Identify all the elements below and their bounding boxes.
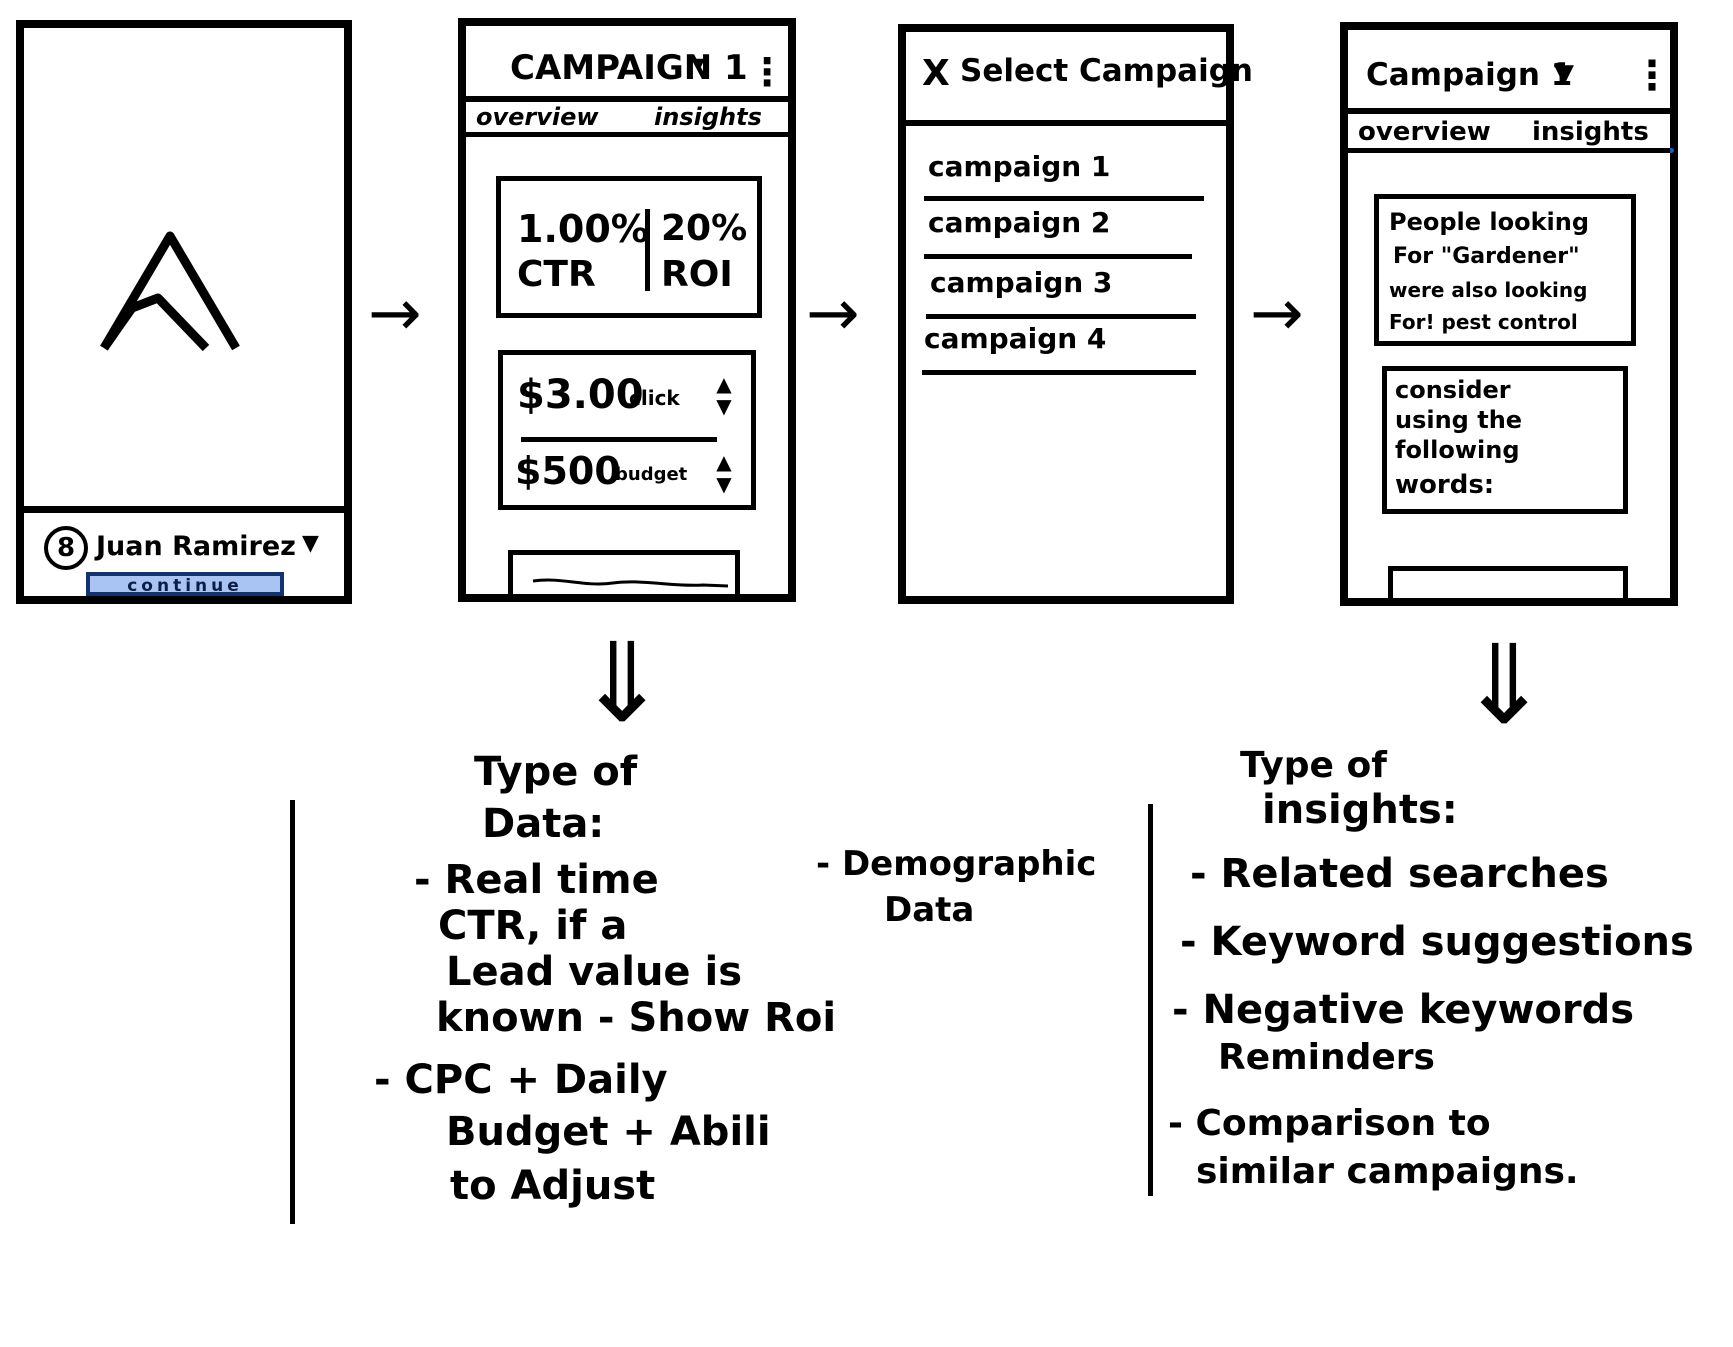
menu-icon[interactable]: ⋮	[748, 50, 786, 94]
user-selector[interactable]: 8 Juan Ramirez ▼	[44, 524, 334, 570]
cost-card: $3.00 click ▲▼ $500 budget ▲▼	[498, 350, 756, 510]
insight-line: People looking	[1389, 208, 1590, 236]
list-item[interactable]: campaign 3	[926, 258, 1196, 319]
user-name: Juan Ramirez	[96, 531, 296, 562]
notes-bullet-line: Data	[884, 890, 975, 930]
screen-login: 8 Juan Ramirez ▼ continue	[16, 20, 352, 604]
notes-heading: Type of	[1240, 745, 1387, 786]
insight-line: following	[1395, 436, 1520, 464]
budget-stepper[interactable]: ▲▼	[716, 450, 732, 496]
notes-bullet-line: similar campaigns.	[1196, 1151, 1579, 1192]
ctr-label: CTR	[517, 254, 596, 295]
notes-bullet-line: - Negative keywords	[1172, 987, 1635, 1033]
continue-button[interactable]: continue	[86, 572, 284, 596]
cpc-stepper[interactable]: ▲▼	[716, 372, 732, 418]
notes-heading: insights:	[1262, 787, 1458, 833]
notes-bullet-line: CTR, if a	[438, 903, 628, 949]
list-item[interactable]: campaign 4	[922, 320, 1196, 375]
title-dropdown-icon[interactable]: ▼	[1554, 59, 1574, 89]
campaign-item-label: campaign 3	[930, 266, 1113, 299]
select-campaign-title: Select Campaign	[960, 53, 1253, 89]
list-item[interactable]: campaign 1	[924, 140, 1204, 201]
notes-bullet-line: Reminders	[1218, 1037, 1435, 1078]
flow-arrow-right-icon: →	[1250, 277, 1304, 351]
tab-overview[interactable]: overview	[476, 103, 599, 131]
continue-label: continue	[127, 576, 243, 596]
close-icon[interactable]: X	[922, 53, 950, 94]
campaign-item-label: campaign 1	[928, 150, 1111, 183]
tab-overview[interactable]: overview	[1358, 117, 1491, 147]
notes-bullet-line: - Comparison to	[1168, 1103, 1491, 1144]
login-divider	[24, 506, 344, 513]
notes-bullet-line: - CPC + Daily	[374, 1057, 668, 1103]
roi-label: ROI	[661, 254, 733, 295]
menu-icon[interactable]: ⋮	[1632, 53, 1672, 99]
campaign-item-label: campaign 4	[924, 322, 1107, 355]
notes-divider-left	[290, 800, 295, 1224]
insight-card-partial	[1388, 566, 1628, 606]
notes-heading: Data:	[482, 801, 605, 847]
tabs-divider	[1348, 148, 1670, 153]
cost-divider	[521, 437, 717, 442]
flow-arrow-down-icon: ⇓	[576, 619, 669, 747]
roi-value: 20%	[661, 208, 748, 249]
notes-bullet-line: - Real time	[414, 857, 659, 903]
insight-line: words:	[1395, 470, 1495, 500]
flow-arrow-down-icon: ⇓	[1458, 621, 1551, 749]
insight-card-related: People looking For "Gardener" were also …	[1374, 194, 1636, 346]
flow-arrow-right-icon: →	[368, 277, 422, 351]
header-divider	[906, 120, 1226, 126]
tabs-divider	[466, 132, 788, 137]
insight-line: were also looking	[1389, 278, 1588, 302]
insight-line: using the	[1395, 406, 1523, 434]
header-divider	[1348, 108, 1670, 114]
notes-divider-right	[1148, 804, 1153, 1196]
campaign-title[interactable]: Campaign 1	[1366, 57, 1573, 93]
metrics-separator	[645, 209, 650, 291]
insight-card-keywords: consider using the following words:	[1382, 366, 1628, 514]
campaign-title[interactable]: CAMPAIGN 1	[510, 48, 748, 88]
notes-bullet-line: Budget + Abili	[446, 1109, 771, 1155]
chevron-down-icon[interactable]: ▼	[302, 531, 319, 556]
notes-bullet-line: Lead value is	[446, 949, 742, 995]
insight-line: For! pest control	[1389, 310, 1578, 334]
budget-unit: budget	[615, 464, 688, 485]
tab-insights[interactable]: insights	[654, 103, 762, 131]
list-item[interactable]: campaign 2	[924, 198, 1192, 259]
cpc-value: $3.00	[517, 372, 644, 418]
notes-bullet-line: to Adjust	[450, 1163, 656, 1209]
insight-line: consider	[1395, 376, 1511, 404]
header-divider	[466, 96, 788, 102]
notes-bullet-line: - Keyword suggestions	[1180, 919, 1694, 965]
screen-select-campaign: X Select Campaign campaign 1 campaign 2 …	[898, 24, 1253, 604]
campaign-item-label: campaign 2	[928, 206, 1111, 239]
title-dropdown-icon[interactable]: ▾	[692, 49, 706, 79]
avatar: 8	[44, 526, 88, 570]
budget-value: $500	[515, 449, 621, 493]
app-logo	[100, 231, 240, 352]
insight-line: For "Gardener"	[1393, 244, 1580, 269]
ctr-value: 1.00%	[517, 207, 649, 251]
metrics-card: 1.00% CTR 20% ROI	[496, 176, 762, 318]
trend-line	[532, 578, 729, 588]
notes-bullet-line: known - Show Roi	[436, 995, 837, 1041]
notes-bullet-line: - Demographic	[816, 844, 1097, 884]
screen-insights: Campaign 1 ▼ ⋮ overview insights People …	[1340, 22, 1678, 606]
notes-heading: Type of	[474, 749, 638, 795]
flow-arrow-right-icon: →	[806, 277, 860, 351]
trend-chart	[508, 550, 740, 594]
notes-bullet-line: - Related searches	[1190, 851, 1609, 897]
cpc-unit: click	[629, 386, 680, 410]
screen-overview: CAMPAIGN 1 ▾ ⋮ overview insights 1.00% C…	[458, 18, 796, 602]
tab-insights[interactable]: insights	[1532, 117, 1649, 147]
